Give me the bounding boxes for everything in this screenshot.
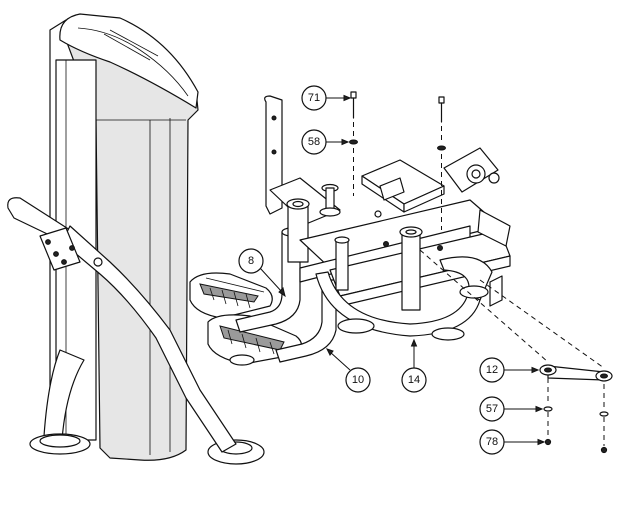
link-arm-12 bbox=[539, 364, 613, 382]
callout-14-label: 14 bbox=[408, 374, 420, 386]
callout-58-label: 58 bbox=[308, 136, 320, 148]
callout-71: 71 bbox=[301, 85, 352, 111]
handle-arm bbox=[7, 197, 237, 453]
crank-arm-10 bbox=[275, 279, 337, 363]
callout-12-label: 12 bbox=[486, 364, 498, 376]
callout-10-label: 10 bbox=[352, 374, 364, 386]
bolt-71-left bbox=[350, 91, 357, 119]
callout-71-label: 71 bbox=[308, 92, 320, 104]
callout-57: 57 bbox=[479, 396, 544, 422]
callout-78: 78 bbox=[479, 429, 546, 455]
bolt-71-right bbox=[438, 96, 445, 123]
washer-57-left bbox=[543, 406, 553, 412]
washer-58-left bbox=[349, 139, 358, 145]
callout-8-label: 8 bbox=[248, 255, 254, 267]
callout-57-label: 57 bbox=[486, 403, 498, 415]
base-ring-14 bbox=[315, 256, 503, 341]
callout-10: 10 bbox=[326, 348, 371, 393]
pedal-upper bbox=[189, 272, 273, 319]
callout-78-label: 78 bbox=[486, 436, 498, 448]
callout-58: 58 bbox=[301, 129, 350, 155]
callout-14: 14 bbox=[401, 338, 427, 393]
center-frame bbox=[299, 147, 511, 311]
washer-57-right bbox=[599, 411, 609, 417]
nut-78-right bbox=[600, 446, 608, 454]
callout-8: 8 bbox=[238, 248, 286, 298]
nut-78-left bbox=[544, 438, 552, 446]
washer-58-right bbox=[437, 145, 446, 151]
callout-12: 12 bbox=[479, 357, 540, 383]
